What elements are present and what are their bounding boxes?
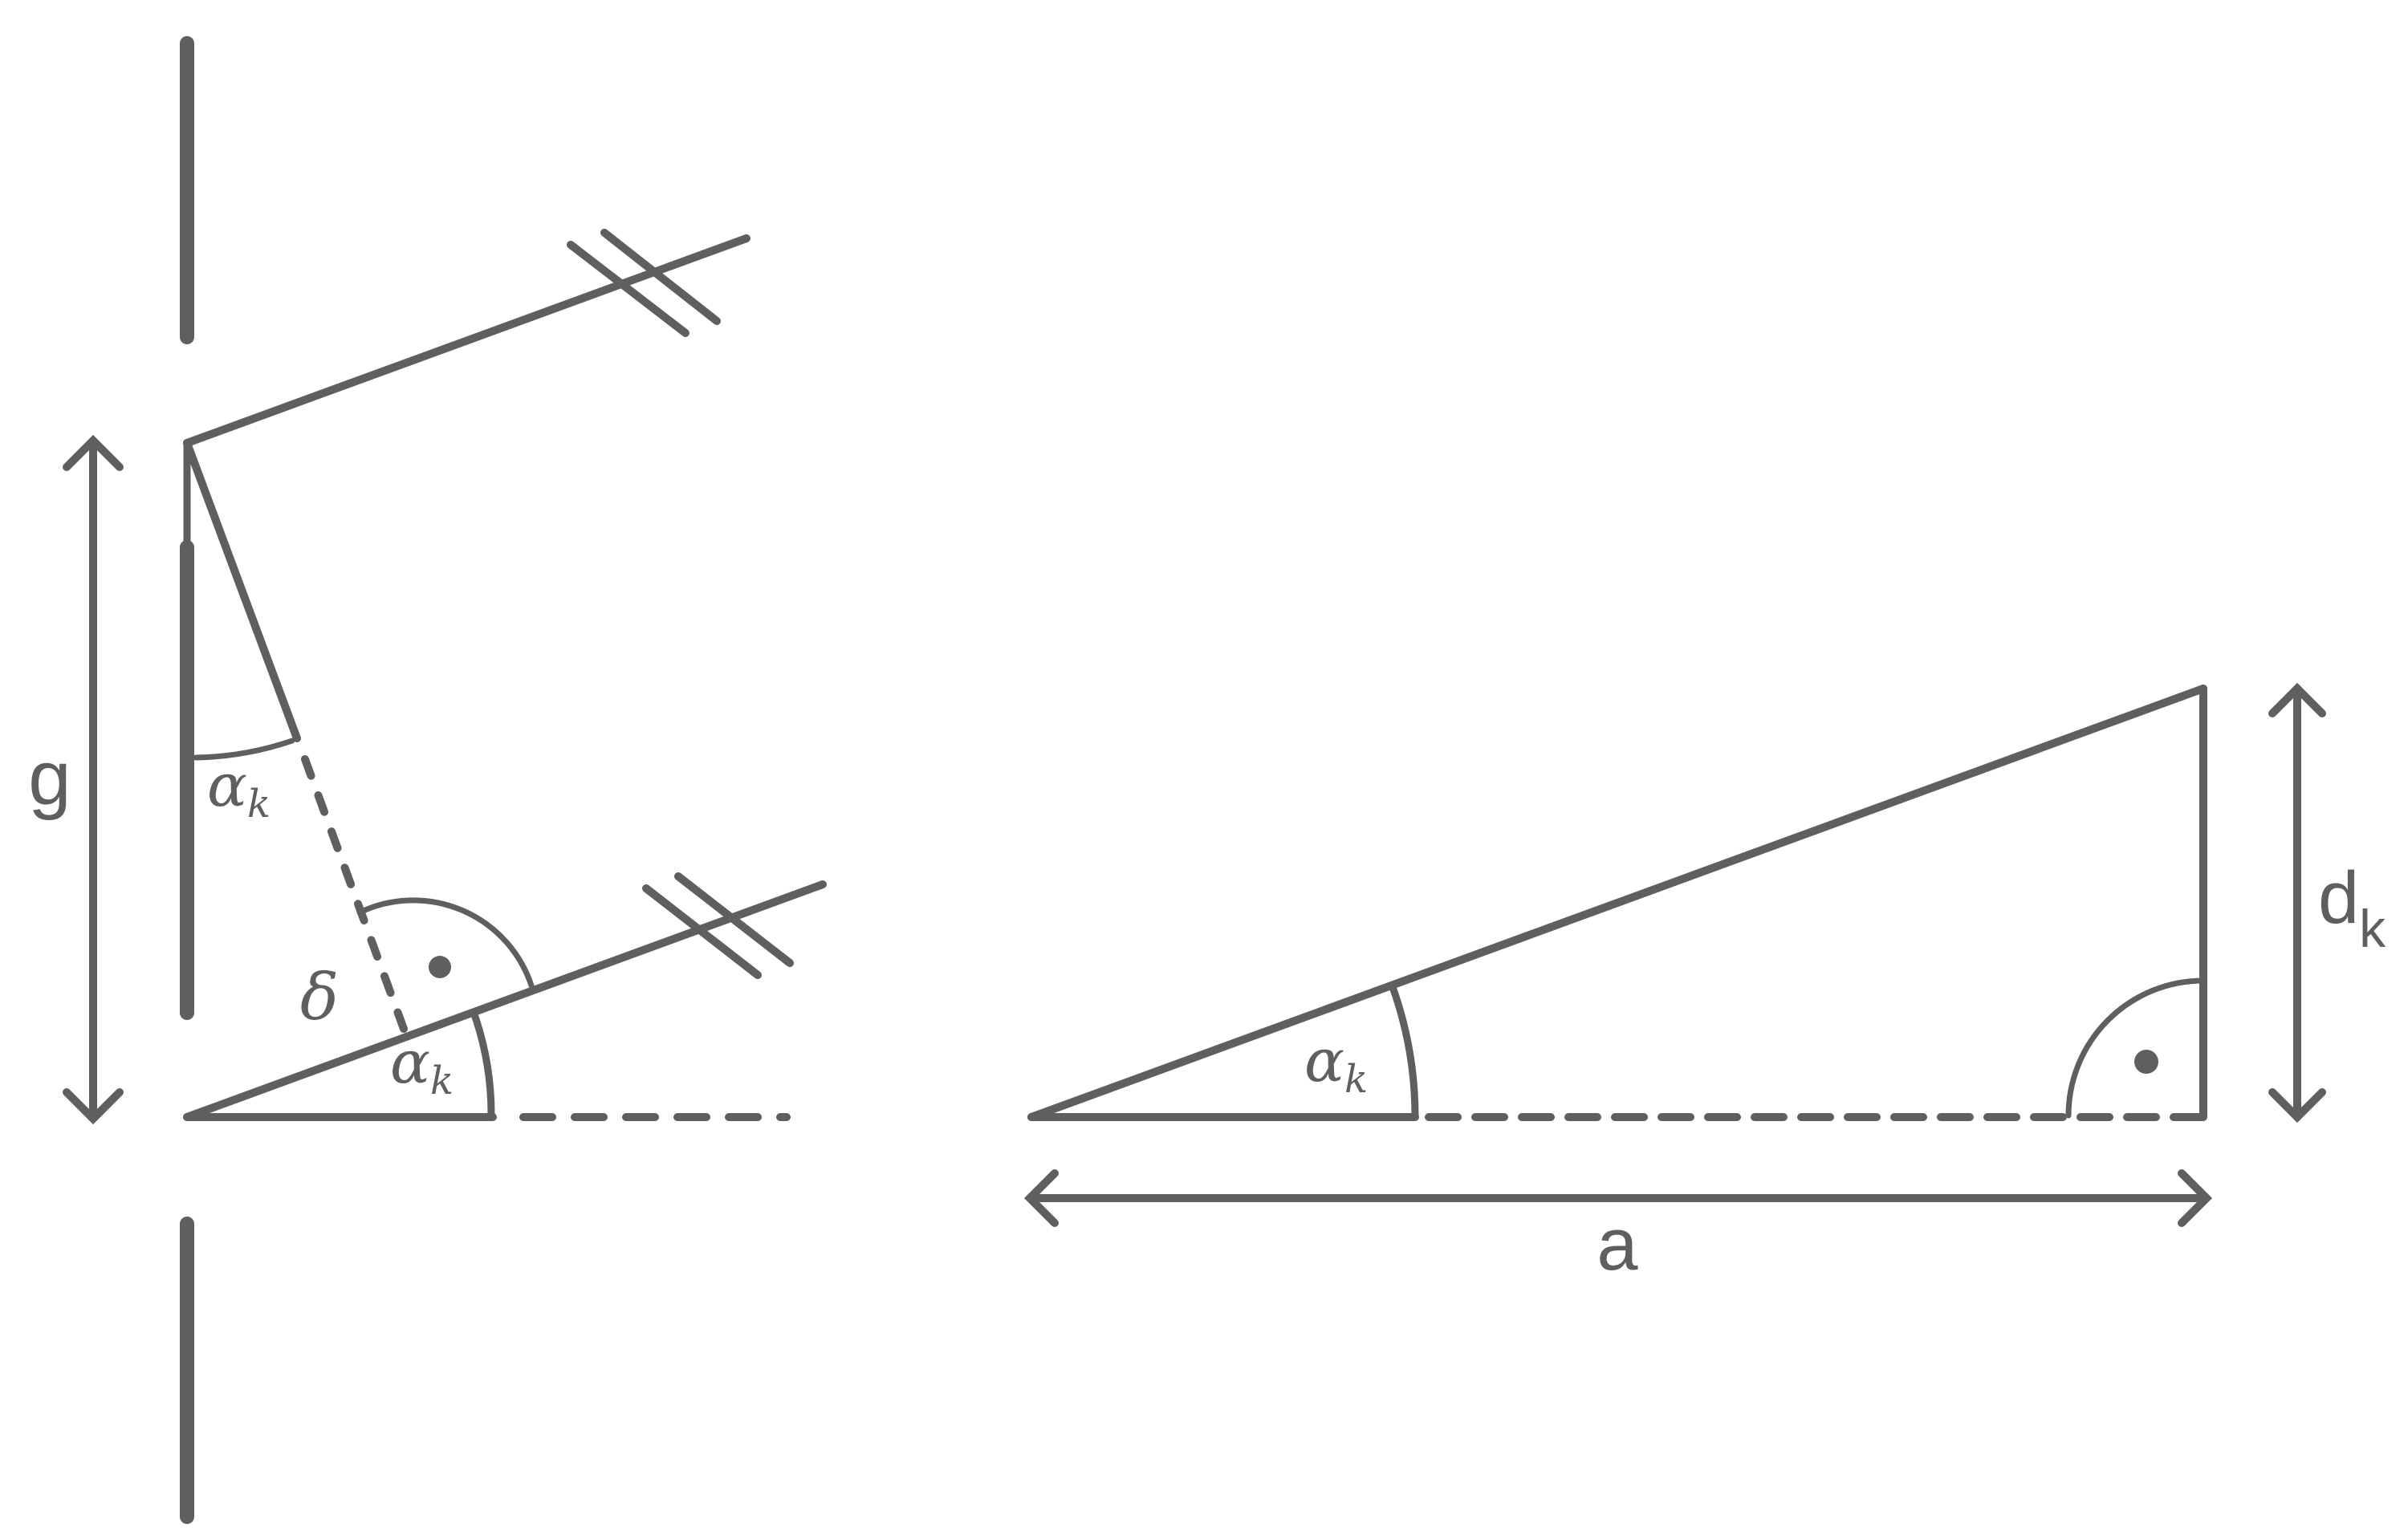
upper-ray (183, 234, 750, 447)
right-angle-dot-icon (429, 956, 451, 978)
d-arrow-head-bottom (2268, 1088, 2326, 1124)
alpha-label-bottom: αk (390, 1028, 454, 1103)
alpha-arc-bottom (471, 1013, 495, 1121)
delta-label: δ (300, 960, 339, 1034)
right-angle-dot-icon (2134, 1050, 2158, 1074)
gap-distance-arrow (2268, 682, 2326, 1124)
alpha-label-top: αk (207, 751, 270, 827)
g-arrow-head-top (63, 434, 124, 471)
triangle-alpha-arc (1389, 983, 1419, 1121)
g-label: g (28, 735, 71, 821)
parallel-double-tick-icon (567, 229, 721, 337)
triangle-alpha-label: αk (1304, 1026, 1368, 1102)
a-label: a (1597, 1204, 1638, 1286)
a-arrow-head-left (1023, 1169, 1059, 1227)
right-angle-arc (356, 897, 535, 989)
alpha-arc-top (193, 738, 295, 761)
d-label: dk (2318, 857, 2386, 958)
path-difference-delta (301, 755, 408, 1033)
d-arrow-head-top (2268, 682, 2326, 717)
lower-ray (183, 880, 827, 1121)
triangle-right-angle-arc (2065, 977, 2207, 1119)
a-arrow-head-right (2178, 1169, 2213, 1227)
base-length-arrow (1023, 1169, 2213, 1227)
g-arrow-head-bottom (63, 1088, 124, 1125)
perpendicular-line (183, 439, 301, 742)
slit-distance-arrow (63, 434, 124, 1125)
triangle-hypotenuse (1027, 685, 2207, 1121)
parallel-double-tick-icon (642, 872, 794, 979)
